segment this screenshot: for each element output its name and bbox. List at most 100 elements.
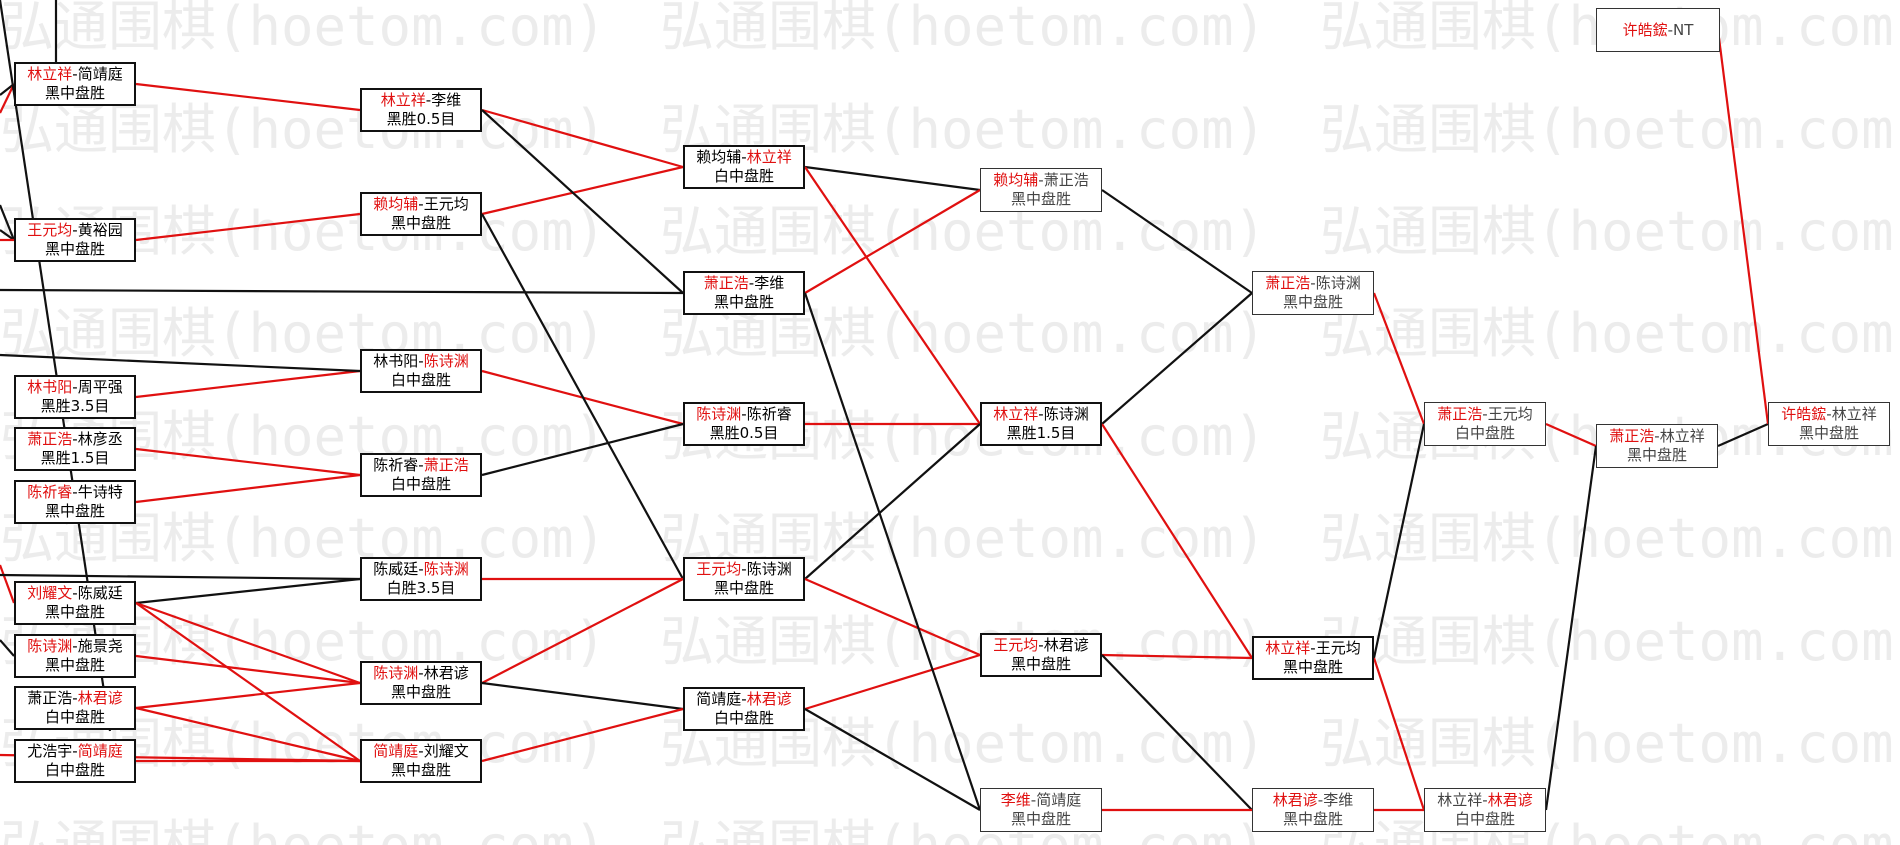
game-players: 陈威廷-陈诗渊 [373,560,468,579]
winner-line [1372,292,1426,425]
loser-line [803,292,982,811]
dash: - [1667,20,1674,39]
black-player: 李维 [1000,791,1031,809]
game-players: 简靖庭-刘耀文 [373,742,468,761]
game-box: 刘耀文-陈威廷黑中盘胜 [14,581,136,625]
game-result: 黑中盘胜 [1010,190,1071,208]
dash: - [425,91,432,109]
white-player: 王元均 [1315,639,1361,657]
game-box: 林书阳-周平强黑胜3.5目 [14,375,136,419]
white-player: 李维 [754,274,785,292]
game-players: 简靖庭-林君谚 [696,690,791,709]
game-players: 赖均辅-萧正浩 [993,171,1088,190]
dash: - [1482,405,1488,423]
offscreen-line [0,204,16,241]
game-players: 萧正浩-林彦丞 [27,430,122,449]
dash: - [418,195,424,213]
winner-line [1372,657,1426,811]
dash: - [741,560,747,578]
white-player: 林君谚 [423,664,469,682]
game-result: 黑中盘胜 [1798,424,1859,442]
loser-line [481,422,684,477]
dash: - [72,689,78,707]
black-player: 陈祈睿 [27,483,73,501]
dash: - [748,274,755,292]
game-result: 黑中盘胜 [713,293,774,311]
game-box: 林立祥-简靖庭黑中盘胜 [14,62,136,106]
game-box: 陈诗渊-施景尧黑中盘胜 [14,634,136,678]
game-box: 陈祈睿-牛诗特黑中盘胜 [14,480,136,524]
game-box: 赖均辅-王元均黑中盘胜 [360,192,482,236]
dash: - [72,430,78,448]
game-result: 黑中盘胜 [44,240,105,258]
game-result: 黑胜0.5目 [386,110,456,128]
white-player: 黄裕园 [77,221,123,239]
offscreen-line [0,353,361,373]
white-player: 李维 [1323,791,1354,809]
game-result: 白胜3.5目 [386,579,456,597]
watermark-text: 弘通围棋(hoetom.com) [660,0,1266,58]
dash: - [418,352,424,370]
game-box: 赖均辅-林立祥白中盘胜 [683,145,805,189]
offscreen-line [0,639,15,657]
white-player: 牛诗特 [77,483,123,501]
dash: - [1482,791,1488,809]
winner-line [135,473,361,504]
dash: - [741,690,747,708]
black-player: 萧正浩 [703,274,749,292]
dash: - [741,405,747,423]
white-player: 林君谚 [1043,636,1089,654]
game-box: 林立祥-林君谚白中盘胜 [1424,788,1546,832]
game-result: 白中盘胜 [390,371,451,389]
black-player: 林君谚 [1272,791,1318,809]
white-player: 林君谚 [1487,791,1533,809]
winner-line [804,577,981,657]
watermark-text: 弘通围棋(hoetom.com) [0,98,606,161]
winner-line [135,706,361,763]
watermark-text: 弘通围棋(hoetom.com) [1320,814,1900,845]
game-result: 白中盘胜 [1454,810,1515,828]
game-players: 王元均-黄裕园 [27,221,122,240]
offscreen-line [0,229,15,241]
game-box: 萧正浩-林立祥黑中盘胜 [1596,424,1718,468]
loser-line [481,681,684,711]
black-player: 萧正浩 [27,689,73,707]
watermark-text: 弘通围棋(hoetom.com) [1320,302,1900,365]
black-player: 王元均 [696,560,742,578]
game-result: 黑中盘胜 [1010,810,1071,828]
watermark-text: 弘通围棋(hoetom.com) [1320,712,1900,775]
dash: - [418,456,424,474]
dash: - [72,483,78,501]
game-box: 林立祥-王元均黑中盘胜 [1252,636,1374,680]
black-player: 陈诗渊 [696,405,742,423]
game-players: 陈诗渊-施景尧 [27,637,122,656]
winner-line [135,212,361,242]
dash: - [418,560,424,578]
dash: - [72,65,78,83]
white-player: 刘耀文 [423,742,469,760]
game-box: 陈威廷-陈诗渊白胜3.5目 [360,557,482,601]
white-player: 简靖庭 [1036,791,1082,809]
white-player: 林君谚 [77,689,123,707]
white-player: 林立祥 [746,148,792,166]
white-player: 简靖庭 [77,742,123,760]
game-players: 萧正浩-陈诗渊 [1265,274,1360,293]
loser-line [1717,422,1769,448]
game-result: 黑中盘胜 [1282,658,1343,676]
game-players: 林立祥-陈诗渊 [993,405,1088,424]
game-result: 黑中盘胜 [1626,446,1687,464]
offscreen-line [0,83,15,114]
black-player: 简靖庭 [373,742,419,760]
game-box: 萧正浩-林彦丞黑胜1.5目 [14,427,136,471]
game-result: 黑中盘胜 [44,84,105,102]
offscreen-line [0,288,684,295]
game-box: 萧正浩-林君谚白中盘胜 [14,686,136,730]
dash: - [72,637,78,655]
game-box: 林立祥-李维黑胜0.5目 [360,88,482,132]
game-players: 萧正浩-林立祥 [1609,427,1704,446]
white-player: 陈诗渊 [423,560,469,578]
watermark-text: 弘通围棋(hoetom.com) [0,302,606,365]
game-box: 林书阳-陈诗渊白中盘胜 [360,349,482,393]
game-result: 白中盘胜 [44,708,105,726]
winner-line [481,165,684,216]
